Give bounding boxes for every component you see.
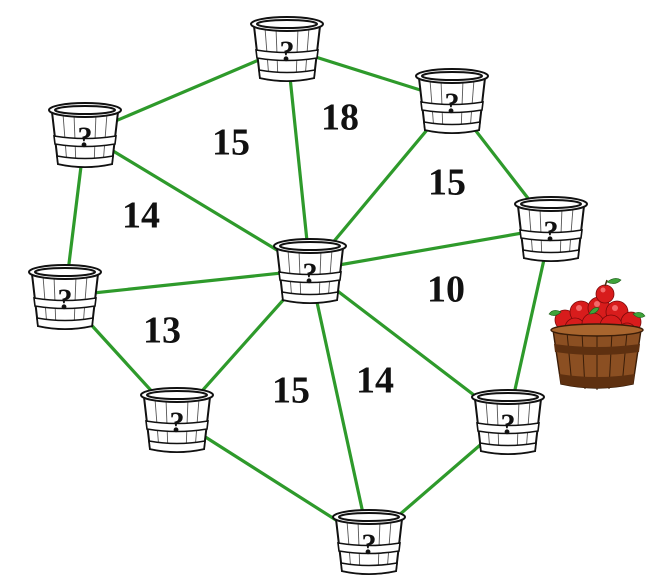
basket-unknown-mark: ? — [170, 406, 185, 439]
graph-edge — [310, 228, 551, 270]
graph-edge — [65, 270, 310, 296]
empty-basket-icon[interactable]: ? — [416, 69, 488, 133]
basket-unknown-mark: ? — [78, 121, 93, 154]
region-sum-label: 15 — [212, 122, 250, 164]
empty-basket-icon[interactable]: ? — [333, 510, 405, 574]
region-sum-label: 15 — [272, 370, 310, 412]
empty-basket-icon[interactable]: ? — [515, 197, 587, 261]
region-sum-label: 15 — [428, 162, 466, 204]
region-sum-label: 14 — [356, 360, 394, 402]
basket-unknown-mark: ? — [445, 87, 460, 120]
basket-nodes: ????????? — [29, 17, 587, 574]
graph-edge — [310, 270, 369, 541]
region-sum-label: 18 — [321, 97, 359, 139]
basket-unknown-mark: ? — [280, 35, 295, 68]
basket-unknown-mark: ? — [303, 257, 318, 290]
apple-basket-icon — [549, 278, 645, 390]
empty-basket-icon[interactable]: ? — [49, 103, 121, 167]
basket-unknown-mark: ? — [58, 283, 73, 316]
region-sum-label: 10 — [427, 269, 465, 311]
region-sum-label: 13 — [143, 310, 181, 352]
empty-basket-icon[interactable]: ? — [472, 390, 544, 454]
empty-basket-icon[interactable]: ? — [274, 239, 346, 303]
region-sum-label: 14 — [122, 195, 160, 237]
empty-basket-icon[interactable]: ? — [251, 17, 323, 81]
basket-unknown-mark: ? — [362, 528, 377, 561]
empty-basket-icon[interactable]: ? — [29, 265, 101, 329]
basket-unknown-mark: ? — [544, 215, 559, 248]
empty-basket-icon[interactable]: ? — [141, 388, 213, 452]
basket-unknown-mark: ? — [501, 408, 516, 441]
